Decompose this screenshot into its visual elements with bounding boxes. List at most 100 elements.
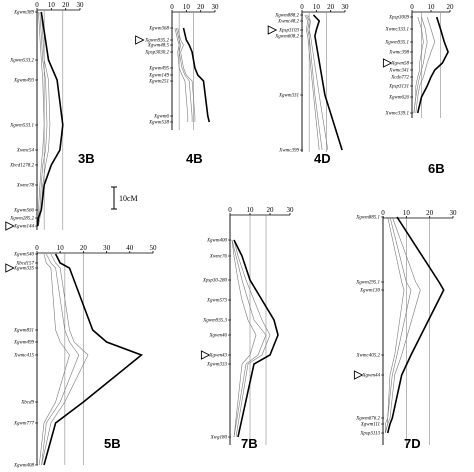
marker-label: Xwmc333.1: [385, 28, 409, 33]
x-tick-label: 30: [450, 209, 458, 217]
panel-label: 7D: [404, 436, 421, 451]
marker-label: Xgwm935.3: [202, 319, 227, 324]
lod-curve-thin: [39, 253, 70, 466]
lod-curve-thin: [415, 16, 436, 114]
qtl-arrow-icon: [5, 263, 15, 273]
x-tick-label: 0: [300, 3, 304, 11]
marker-label: Xgwm538: [148, 121, 170, 126]
qtl-arrow-icon: [267, 25, 278, 35]
x-tick-label: 0: [170, 3, 174, 11]
marker-label: Xgwm676.2: [355, 417, 380, 422]
marker-label: Xgwm333: [206, 363, 228, 368]
marker-label: Xgwm888.2: [274, 14, 299, 19]
marker-label: Xgwm331: [278, 94, 299, 99]
x-tick-label: 10: [403, 209, 411, 217]
lod-curve-thin: [233, 239, 271, 438]
x-tick-label: 40: [126, 244, 134, 252]
marker-label: Xpsp3131: [388, 85, 409, 90]
qtl-arrow-icon: [200, 350, 211, 360]
marker-label: Xgwm43: [209, 354, 228, 359]
marker-label: Xgwm285.2: [9, 217, 34, 222]
lod-curve-bold: [182, 27, 211, 123]
marker-label: Xgwm499: [13, 341, 35, 346]
x-tick-label: 10: [183, 3, 191, 11]
lod-curve-thin: [37, 11, 45, 227]
marker-label: Xgwm935.1: [384, 41, 409, 46]
lod-curve-thin: [41, 253, 89, 466]
marker-label: Xpsp3030.2: [144, 51, 169, 56]
marker-label: Xgwm149: [148, 74, 170, 79]
marker-label: Xgwm251: [148, 80, 169, 85]
lod-curve-thin: [177, 27, 196, 122]
panel-label: 6B: [428, 161, 445, 176]
marker-label: Xpsp3009: [388, 16, 410, 21]
marker-label: Xgwm935.2: [144, 39, 169, 44]
marker-label: Xwmc339.1: [385, 112, 409, 117]
marker-label: Xcdo772: [390, 76, 409, 81]
marker-label: Xwmc415: [13, 354, 34, 359]
marker-label: Xgwm389: [13, 11, 35, 16]
marker-label: Xwmc398: [388, 51, 409, 56]
marker-label: Xgwm885.1: [355, 216, 380, 221]
lod-curve-thin: [306, 14, 323, 151]
marker-label: Xgwm566: [13, 209, 35, 214]
lod-curve-bold: [233, 239, 279, 438]
lod-curve-thin: [176, 27, 193, 122]
marker-label: Xgwm295.1: [355, 281, 380, 286]
marker-label: Xgwm46: [209, 334, 228, 339]
marker-label: Xwmc54: [16, 149, 35, 154]
lod-curve-bold: [386, 216, 445, 434]
x-tick-label: 10: [428, 3, 436, 11]
marker-label: Xgwm533.2: [9, 59, 34, 64]
marker-label: Xgwm533.1: [9, 124, 34, 129]
marker-label: Xgwm495: [148, 67, 170, 72]
marker-label: Xgwm130: [359, 289, 381, 294]
x-tick-label: 20: [267, 206, 275, 214]
x-tick-label: 50: [150, 244, 158, 252]
x-tick-label: 0: [35, 244, 39, 252]
marker-label: Xgwm144: [13, 225, 35, 230]
x-tick-label: 20: [327, 3, 335, 11]
qtl-arrow-icon: [5, 221, 15, 231]
panel-label: 4D: [314, 151, 331, 166]
panel-label: 4B: [186, 151, 203, 166]
lod-curve-thin: [413, 16, 428, 114]
marker-label: Xwmc76: [209, 255, 228, 260]
lod-curve-bold: [36, 11, 64, 227]
marker-label: Xwmc405.2: [356, 354, 381, 359]
marker-label: Xgwm58: [391, 62, 410, 67]
lod-curve-thin: [41, 253, 80, 466]
x-tick-label: 30: [287, 206, 295, 214]
marker-label: Xgwm626: [388, 96, 410, 101]
x-tick-label: 20: [80, 244, 88, 252]
marker-label: Xpsp3113: [359, 432, 380, 437]
panel-label: 3B: [78, 151, 95, 166]
lod-curve-thin: [307, 14, 329, 151]
x-tick-label: 0: [381, 209, 385, 217]
x-tick-label: 30: [103, 244, 111, 252]
marker-label: Xwmc399: [278, 149, 299, 154]
marker-label: Xgwm408: [13, 464, 35, 469]
lod-curve-thin: [385, 216, 412, 434]
marker-label: Xgwm831: [13, 329, 34, 334]
lod-curve-thin: [385, 216, 405, 433]
marker-label: Xbcd157: [15, 262, 34, 267]
x-tick-label: 20: [62, 1, 70, 9]
marker-label: Xwmc341: [388, 69, 409, 74]
x-tick-label: 0: [410, 3, 414, 11]
lod-curve-thin: [174, 27, 189, 122]
x-tick-label: 30: [342, 3, 350, 11]
scale-bar: 10cM: [111, 186, 138, 210]
lod-curve-thin: [413, 16, 424, 114]
qtl-arrow-icon: [135, 35, 145, 45]
x-tick-label: 10: [247, 206, 255, 214]
x-tick-label: 30: [212, 3, 220, 11]
lod-curve-thin: [385, 216, 421, 434]
lod-curve-thin: [231, 239, 257, 438]
